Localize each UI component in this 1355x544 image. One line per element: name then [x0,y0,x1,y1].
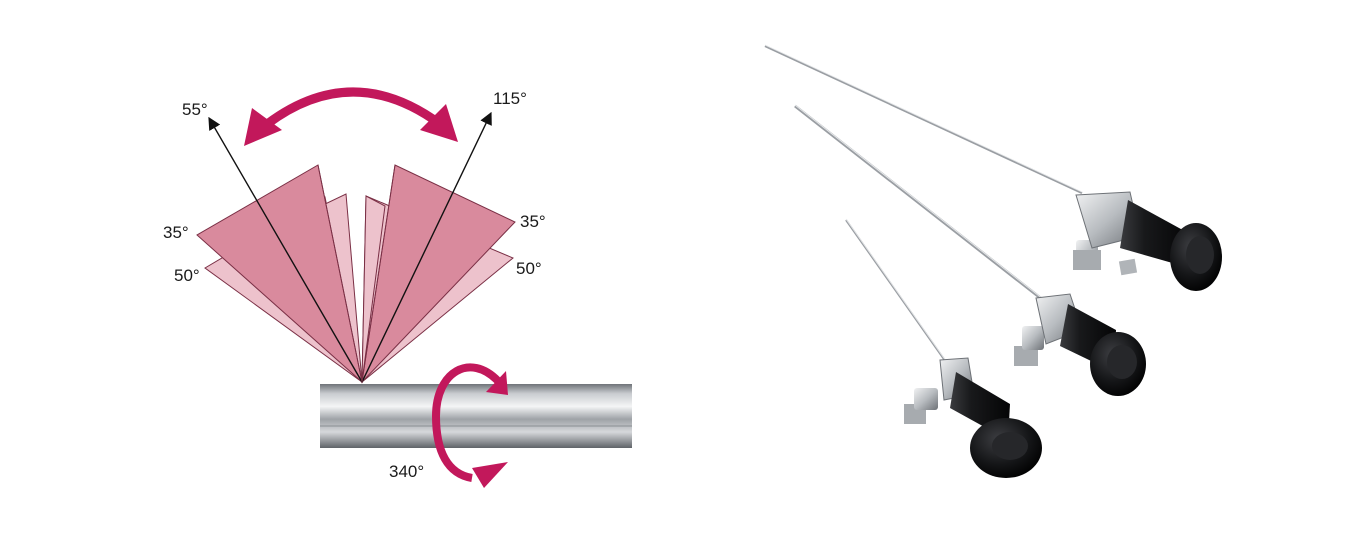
label-55: 55° [182,100,208,119]
viewing-angle-diagram: 55° 115° 35° 50° 35° 50° 340° [163,87,632,488]
swing-arrow-head-left [244,108,282,146]
label-right-50: 50° [516,259,542,278]
label-left-35: 35° [163,223,189,242]
label-left-50: 50° [174,266,200,285]
rotation-arrow-head [472,462,508,488]
rotation-arrow-back [431,363,501,482]
left-view-arrow [208,116,363,383]
medium-light-connector [1014,346,1038,366]
label-right-35: 35° [520,212,546,231]
right-view-arrow [361,111,492,383]
medium-telescope [794,104,1146,396]
label-340: 340° [389,462,424,481]
swing-arrow-head-right [420,104,458,142]
label-115: 115° [493,89,527,108]
swing-arrow [259,87,443,132]
right-fan-edge [361,164,396,383]
short-telescope [845,218,1042,478]
right-fan-back-inner [361,195,386,383]
short-shaft [845,219,947,363]
endoscope-photo [764,44,1222,478]
long-telescope [764,44,1222,291]
long-shaft [764,45,1083,194]
scope-rod [320,384,632,448]
long-light-post [1118,258,1138,276]
medium-shaft [794,104,1044,302]
rotation-arrow-head-top [486,371,508,395]
left-fan-edge [317,164,363,383]
